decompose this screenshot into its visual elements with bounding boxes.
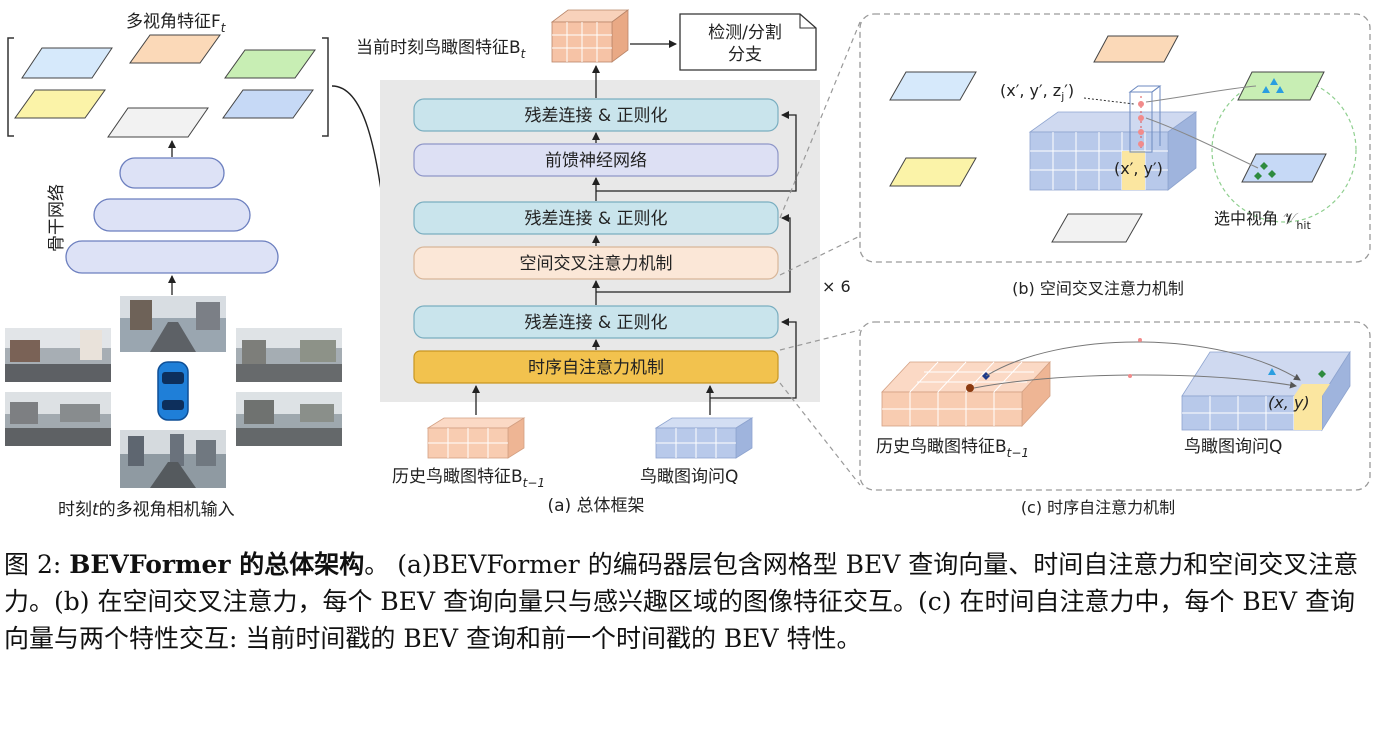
backbone-layer-top [119,157,225,189]
temporal-self-attention-label: 时序自注意力机制 [528,358,664,378]
spatial-cross-attention-label: 空间交叉注意力机制 [520,254,673,274]
current-bev-feature: 当前时刻鸟瞰图特征Bt [356,9,630,63]
backbone-layer-bottom [65,240,279,274]
add-norm-layer-3 [413,98,779,132]
caption-label: 图 2: [4,550,70,579]
camera-image-front-right [236,328,342,382]
current-bev-label: 当前时刻鸟瞰图特征Bt [356,38,527,61]
camera-image-front-left [5,328,111,382]
projected-points-icon [1262,78,1284,93]
caption-bold-title: BEVFormer 的总体架构 [69,550,365,579]
view-plane-2 [889,71,977,101]
view-plane-4 [1051,213,1143,243]
bev-query-label-a: 鸟瞰图询问Q [640,467,738,487]
panel-b-title: (b) 空间交叉注意力机制 [1012,279,1184,298]
camera-image-back-right [236,392,342,446]
panel-b-views: 选中视角 𝒱hit [889,35,1357,243]
coord-xy-label: (x, y) [1268,393,1310,412]
feature-map-2 [129,34,221,64]
view-plane-1 [1093,35,1179,63]
figure-caption: 图 2: BEVFormer 的总体架构。 (a)BEVFormer 的编码器层… [4,546,1376,657]
bev-query-label-c: 鸟瞰图询问Q [1184,437,1282,457]
panel-c-history-bev: 历史鸟瞰图特征Bt−1 [876,360,1051,460]
bev-query-block: 鸟瞰图询问Q [640,417,754,487]
backbone-label: 骨干网络 [47,184,67,252]
feature-map-4 [14,89,106,119]
panel-b-frame [859,13,1371,263]
encoder-arrows [472,65,797,415]
bevformer-architecture-figure: 多视角特征Ft 骨干网络 [5,9,1371,520]
backbone: 骨干网络 [47,140,279,295]
panel-c-frame [859,321,1371,491]
sampled-features-icon [1254,162,1276,180]
add-norm-layer-1 [413,305,779,339]
panel-c-title: (c) 时序自注意力机制 [1021,498,1175,517]
camera-inputs: 时刻t的多视角相机输入 [5,296,342,520]
feed-forward-label: 前馈神经网络 [545,151,647,171]
backbone-layer-middle [93,198,251,232]
det-seg-label-2: 分支 [728,45,762,65]
feature-map-6 [107,107,209,138]
panel-b-bev-grid: (x′, y′, zj′) (x′, y′) [1000,81,1259,191]
detection-segmentation-head: 检测/分割 分支 [630,13,817,71]
hit-views-label: 选中视角 𝒱hit [1214,209,1311,232]
add-norm-label-1: 残差连接 & 正则化 [524,313,667,333]
hit-view-plane-1 [1237,71,1325,101]
camera-image-back [120,430,226,488]
panel-c-bev-query: (x, y) 鸟瞰图询问Q [973,338,1351,457]
add-norm-label-2: 残差连接 & 正则化 [524,209,667,229]
history-bev-block: 历史鸟瞰图特征Bt−1 [392,417,545,490]
multi-view-features-label: 多视角特征Ft [126,12,227,35]
caption-text: 。 (a)BEVFormer 的编码器层包含网格型 BEV 查询向量、时间自注意… [4,550,1359,653]
ego-car-icon [157,361,189,421]
add-norm-label-3: 残差连接 & 正则化 [524,106,667,126]
encoder-block-background [380,80,820,402]
encoder-layers: 残差连接 & 正则化 前馈神经网络 残差连接 & 正则化 空间交叉注意力机制 残… [413,98,779,384]
repeat-count: × 6 [822,277,851,296]
det-seg-label-1: 检测/分割 [708,23,782,43]
temporal-self-attention-layer [413,350,779,384]
coord-3d-label: (x′, y′, zj′) [1000,81,1074,103]
spatial-cross-attention-layer [413,246,779,280]
multi-view-features-group: 多视角特征Ft [7,12,329,138]
feed-forward-layer [413,143,779,177]
history-bev-label-a: 历史鸟瞰图特征Bt−1 [392,467,545,490]
camera-input-label: 时刻t的多视角相机输入 [58,500,235,520]
camera-image-back-left [5,392,111,446]
panel-a-title: (a) 总体框架 [547,496,644,516]
feature-map-3 [224,49,316,79]
camera-image-front [120,296,226,352]
hit-view-plane-2 [1241,153,1327,183]
history-bev-label-c: 历史鸟瞰图特征Bt−1 [876,437,1029,460]
add-norm-layer-2 [413,201,779,235]
coord-2d-label: (x′, y′) [1114,159,1163,178]
view-plane-3 [889,157,977,187]
feature-map-5 [222,89,314,119]
feature-map-1 [21,47,113,79]
